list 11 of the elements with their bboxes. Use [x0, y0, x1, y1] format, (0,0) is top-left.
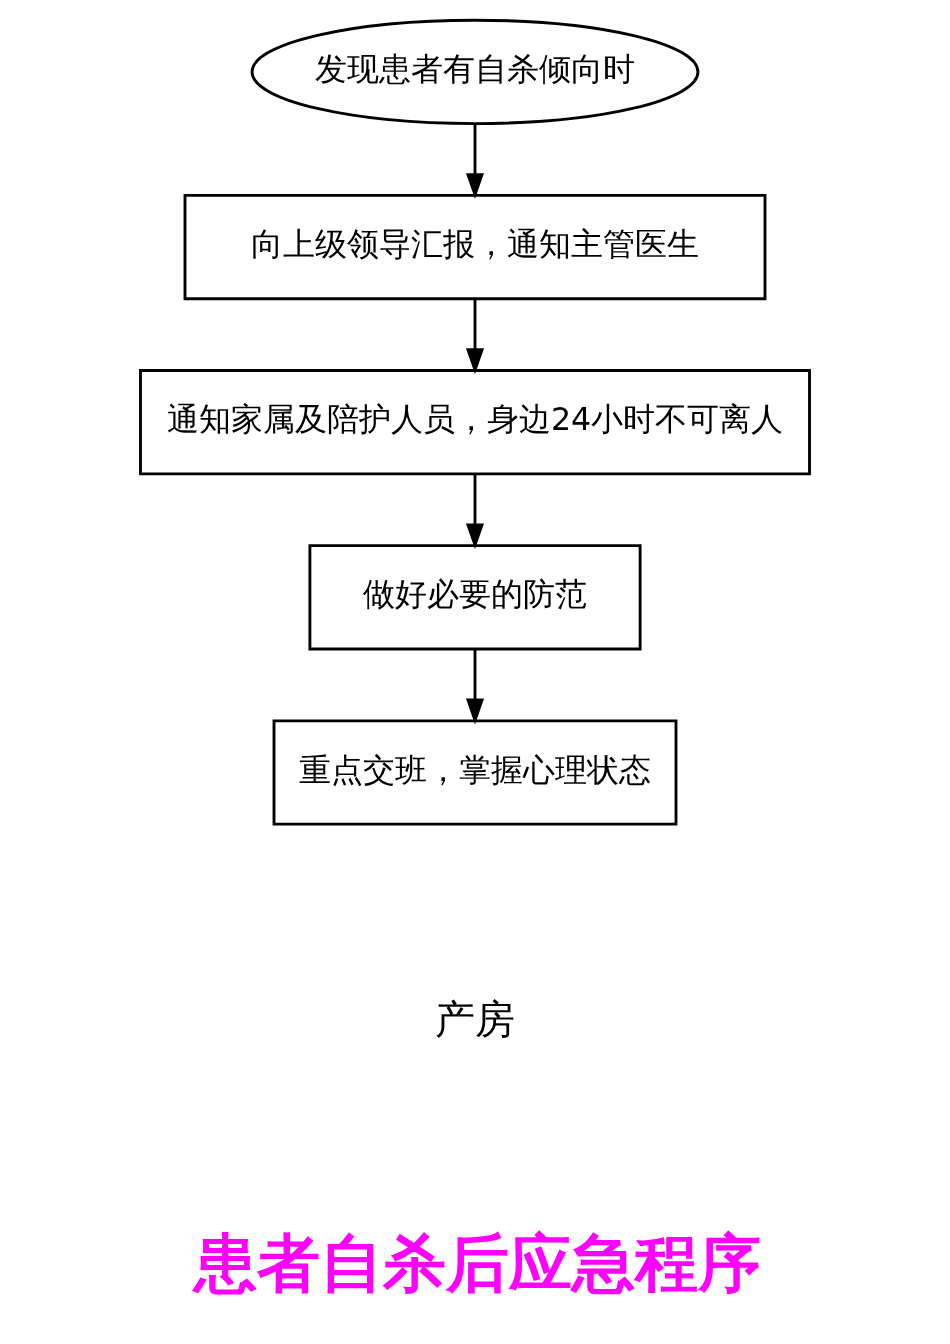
label: 产房 [435, 995, 515, 1042]
arrow [465, 649, 485, 725]
node-box: 通知家属及陪护人员，身边24小时不可离人 [139, 369, 811, 476]
label: 患者自杀后应急程序 [193, 1226, 761, 1301]
node-box: 向上级领导汇报，通知主管医生 [183, 193, 767, 301]
node-ellipse: 发现患者有自杀倾向时 [250, 18, 700, 125]
arrow [465, 123, 485, 200]
arrow [465, 474, 485, 550]
node-box: 重点交班，掌握心理状态 [272, 719, 678, 826]
arrow [465, 298, 485, 375]
node-box: 做好必要的防范 [308, 544, 642, 651]
